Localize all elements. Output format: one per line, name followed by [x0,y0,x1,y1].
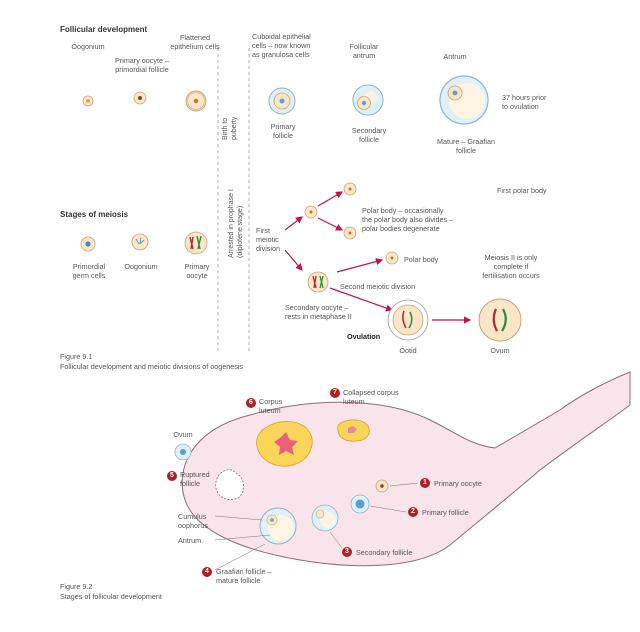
released-ovum [174,443,192,461]
label-oogonium-meiosis: Oogonium [124,262,158,271]
polar-body-first [304,205,318,219]
primordial-follicle-cell [133,91,147,105]
label-primary-follicle: Primary follicle [270,122,296,140]
leader-secondary-follicle [329,531,343,549]
label-flattened-epithelium: Flattened epithelium cells [170,33,220,51]
figure-9-1-caption: Follicular development and meiotic divis… [60,362,243,371]
corpus-luteum-shape [256,421,313,467]
badge-5: 5 [167,471,177,481]
arrow-to-first-division [284,216,303,231]
label-37-hours: 37 hours prior to ovulation [502,93,547,111]
heading-follicular-development: Follicular development [60,25,148,34]
label-oogonium: Oogonium [71,42,105,51]
label-second-meiotic-division: Second meiotic division [340,282,416,291]
leader-cumulus [214,515,263,521]
label-polar-body-occasionally: Polar body – occasionally the polar body… [362,206,454,233]
leader-graafian [214,543,266,571]
label-ootid: Ootid [399,346,417,355]
label-polar-body: Polar body [404,255,439,264]
label-graafian-follicle-fig2: Graafian follicle – mature follicle [216,567,272,585]
label-ruptured-follicle: Ruptured follicle [180,470,210,488]
leader-primary-oocyte [389,482,419,487]
collapsed-corpus-luteum-shape [337,419,370,442]
label-ovum: Ovum [490,346,510,355]
primary-follicle-cell [268,87,296,115]
label-ovum-fig2: Ovum [173,430,193,439]
primordial-germ-cell [80,236,96,252]
ovum-cell [478,298,522,342]
label-arrested-prophase: Arrested in prophase I (diplotene stage) [228,189,244,258]
label-secondary-oocyte: Secondary oocyte – rests in metaphase II [285,303,352,321]
label-cuboidal-cells: Cuboidal epithelial cells – now known as… [252,32,311,59]
label-primary-oocyte-fig2: Primary oocyte [434,479,482,488]
badge-3: 3 [342,547,352,557]
figure-9-2-title: Figure 9.2 [60,582,93,591]
label-primary-oocyte-meiosis: Primary oocyte [184,262,210,280]
label-cumulus-oophorus: Cumulus oophorus [178,512,208,530]
label-meiosis-ii-note: Meiosis II is only complete if fertilisa… [482,253,540,280]
label-mature-graafian: Mature – Graafian follicle [437,137,495,155]
label-primordial-germ-cells: Primordial germ cells [72,262,106,280]
label-primary-oocyte-primordial: Primary oocyte – primordial follicle [115,56,169,74]
arrow-to-polar-body-2 [336,258,384,273]
primary-oocyte-in-ovary [375,479,389,493]
primary-oocyte-meiosis-cell [184,231,208,255]
oogonium-meiosis-cell [131,233,149,251]
label-collapsed-corpus-luteum: Collapsed corpus luteum [343,388,399,406]
badge-4: 4 [202,567,212,577]
polar-body-second [385,251,399,265]
label-first-polar-body: First polar body [497,186,547,195]
graafian-follicle-in-ovary [259,507,297,545]
leader-primary-follicle [369,505,407,513]
oogonium-cell [82,95,94,107]
secondary-follicle-in-ovary [311,504,339,532]
figure-9-2-caption: Stages of follicular development [60,592,162,601]
label-corpus-luteum: Corpus luteum [259,397,283,415]
label-antrum-fig2: Antrum [178,536,202,545]
label-follicular-antrum: Follicular antrum [349,42,379,60]
label-secondary-follicle-fig2: Secondary follicle [356,548,413,557]
label-first-meiotic-division: First meiotic division [256,226,280,253]
flattened-epithelium-follicle [185,90,207,112]
secondary-oocyte-cell [307,271,329,293]
badge-6: 6 [246,398,256,408]
ruptured-follicle-notch [215,469,244,500]
leader-antrum [214,534,271,541]
arrow-to-ootid [329,287,394,312]
arrow-to-secondary-oocyte [284,249,303,271]
label-primary-follicle-fig2: Primary follicle [422,508,469,517]
badge-1: 1 [420,478,430,488]
graafian-follicle-cell [439,75,489,125]
label-secondary-follicle: Secondary follicle [351,126,387,144]
secondary-follicle-cell [352,84,384,116]
badge-7: 7 [330,388,340,398]
heading-stages-of-meiosis: Stages of meiosis [60,210,129,219]
label-birth-to-puberty: Birth to puberty [222,116,238,140]
arrow-polar-body-up [317,191,344,207]
figure-9-1-title: Figure 9.1 [60,352,93,361]
label-ovulation: Ovulation [347,332,381,341]
badge-2: 2 [408,507,418,517]
label-antrum-top: Antrum [443,52,467,61]
primary-follicle-in-ovary [350,494,370,514]
polar-body-upper [343,182,357,196]
arrow-polar-body-down [317,217,344,231]
ootid-cell [387,299,429,341]
polar-body-lower [343,226,357,240]
